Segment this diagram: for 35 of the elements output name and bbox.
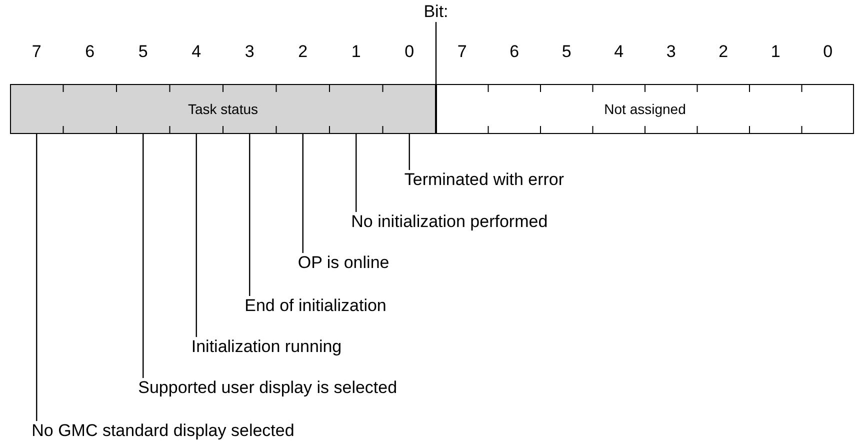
- bit-band: [10, 84, 436, 134]
- bit-number: 6: [84, 42, 96, 62]
- bit-number: 1: [350, 42, 362, 62]
- bit-number: 2: [718, 42, 730, 62]
- bit-description: Initialization running: [191, 337, 342, 357]
- leader-line: [142, 134, 144, 378]
- bit-number: 0: [822, 42, 834, 62]
- leader-line: [356, 134, 357, 212]
- bit-number: 2: [297, 42, 309, 62]
- bit-description: OP is online: [298, 253, 390, 273]
- bit-description: Terminated with error: [404, 170, 564, 190]
- leader-line: [249, 134, 250, 296]
- bit-description: No initialization performed: [351, 212, 548, 232]
- band-label: Not assigned: [603, 100, 687, 118]
- bit-number: 6: [508, 42, 520, 62]
- bit-number: 4: [613, 42, 625, 62]
- leader-line: [302, 134, 304, 253]
- band-label: Task status: [186, 100, 260, 118]
- bit-description: End of initialization: [244, 296, 386, 316]
- bit-number: 7: [456, 42, 468, 62]
- bit-number: 7: [30, 42, 42, 62]
- bit-number: 1: [770, 42, 782, 62]
- bit-number: 5: [137, 42, 149, 62]
- leader-line: [408, 134, 410, 170]
- bit-number: 0: [404, 42, 416, 62]
- bit-description: Supported user display is selected: [138, 378, 398, 398]
- bit-number: 3: [665, 42, 677, 62]
- bit-description: No GMC standard display selected: [32, 421, 294, 441]
- bit-number: 4: [190, 42, 202, 62]
- leader-line: [196, 134, 197, 337]
- bit-number: 3: [244, 42, 256, 62]
- bit-band: [436, 84, 854, 134]
- axis-title: Bit:: [422, 2, 450, 22]
- bit-number: 5: [560, 42, 572, 62]
- leader-line: [36, 134, 38, 421]
